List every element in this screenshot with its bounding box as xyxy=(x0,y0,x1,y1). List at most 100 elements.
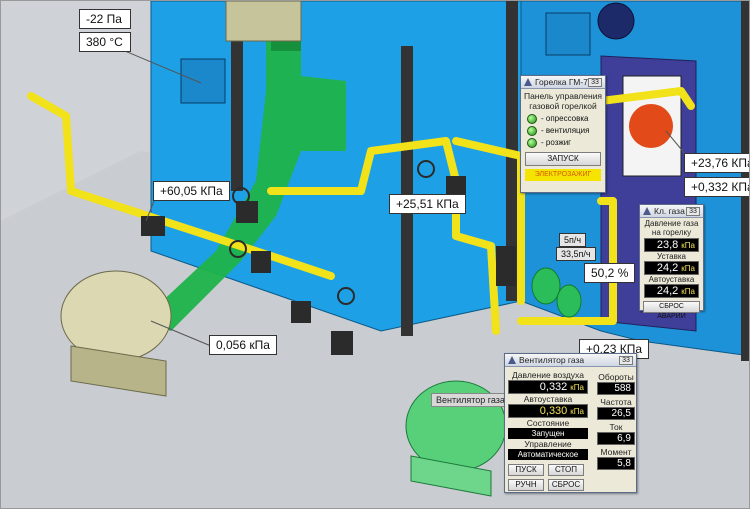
leader-line xyxy=(150,320,212,347)
valve xyxy=(331,331,353,355)
app-logo-icon xyxy=(643,207,651,215)
setpoint-unit: кПа xyxy=(681,264,695,273)
current-value: 6,9 xyxy=(597,432,635,445)
valve-position-readout: 50,2 % xyxy=(584,263,636,283)
frequency-label: Частота xyxy=(600,397,632,407)
fan-auto-setpoint-label: Автоуставка xyxy=(523,394,573,404)
burner-panel-title: Горелка ГМ-7 xyxy=(535,77,588,87)
air-pressure-value: 0,332 xyxy=(539,381,568,393)
green-led-icon xyxy=(527,126,537,136)
indicator-label: - вентиляция xyxy=(541,126,590,136)
fan-reset-button[interactable]: СБРОС xyxy=(548,479,584,491)
burner-control-panel: Горелка ГМ-7 33 Панель управления газово… xyxy=(520,75,606,193)
start-button[interactable]: ЗАПУСК xyxy=(525,152,601,166)
setpoint-value: 24,2 xyxy=(656,262,679,274)
auto-setpoint-unit: кПа xyxy=(681,287,695,296)
valve xyxy=(141,216,165,236)
setpoint-label: Уставка xyxy=(657,252,686,261)
flow-readout-2: 33,5п/ч xyxy=(556,247,596,261)
burner-pressure-readout-1: +23,76 КПа xyxy=(684,153,749,173)
frequency-value: 26,5 xyxy=(597,407,635,420)
current-label: Ток xyxy=(609,422,623,432)
valve-wheel xyxy=(337,287,355,305)
fan-auto-setpoint-unit: кПа xyxy=(570,407,584,416)
green-led-icon xyxy=(527,138,537,148)
burner-flame xyxy=(629,104,673,148)
main-gas-pressure-readout: +60,05 КПа xyxy=(153,181,230,201)
pressure-label: Давление газа на горелку xyxy=(644,219,699,237)
gas-valve-panel-title: Кл. газа xyxy=(654,206,685,216)
green-valve xyxy=(531,267,561,305)
torque-label: Момент xyxy=(600,447,632,457)
valve-wheel xyxy=(229,240,247,258)
fan-start-button[interactable]: ПУСК xyxy=(508,464,544,476)
green-led-icon xyxy=(527,114,537,124)
air-pressure-unit: кПа xyxy=(570,383,584,392)
rpm-value: 588 xyxy=(597,382,635,395)
top-machine xyxy=(225,1,302,42)
auto-setpoint-label: Автоуставка xyxy=(648,275,695,284)
fan-stop-button[interactable]: СТОП xyxy=(548,464,584,476)
control-label: Управление xyxy=(524,439,572,449)
indicator-label: - опрессовка xyxy=(541,114,589,124)
valve xyxy=(291,301,311,323)
gas-pipe-main xyxy=(27,92,335,280)
gas-valve-panel: Кл. газа 33 Давление газа на горелку 23,… xyxy=(639,204,704,320)
post xyxy=(231,1,243,191)
hatch xyxy=(180,58,226,104)
close-button[interactable]: 33 xyxy=(686,206,700,216)
leader-line xyxy=(112,45,202,84)
close-button[interactable]: 33 xyxy=(619,355,633,365)
hatch xyxy=(545,12,591,56)
valve-wheel xyxy=(232,187,250,205)
fan-panel-titlebar[interactable]: Вентилятор газа 33 xyxy=(505,354,636,367)
valve xyxy=(251,251,271,273)
gas-pipe-riser xyxy=(597,87,695,110)
fan-manual-button[interactable]: РУЧН xyxy=(508,479,544,491)
indicator-row: - розжиг xyxy=(521,137,605,149)
app-logo-icon xyxy=(508,356,516,364)
valve xyxy=(496,246,516,286)
pressure-value: 23,8 xyxy=(656,239,679,251)
gas-pipe-branch xyxy=(267,137,500,335)
flue-pressure-readout: -22 Па xyxy=(79,9,131,29)
fan-right-column: Обороты 588 Частота 26,5 Ток 6,9 Момент … xyxy=(597,372,635,470)
fan-button-row-1: ПУСК СТОП xyxy=(508,464,588,476)
gas-valve-panel-titlebar[interactable]: Кл. газа 33 xyxy=(640,205,703,218)
auto-setpoint-value: 24,2 xyxy=(656,285,679,297)
gas-fan-panel: Вентилятор газа 33 Давление воздуха 0,33… xyxy=(504,353,637,493)
reset-alarm-button[interactable]: СБРОС АВАРИИ xyxy=(643,301,700,320)
main-fan-base xyxy=(70,345,167,397)
valve xyxy=(236,201,258,223)
close-button[interactable]: 33 xyxy=(588,77,602,87)
indicator-row: - опрессовка xyxy=(521,113,605,125)
flow-readout-1: 5п/ч xyxy=(559,233,587,247)
app-logo-icon xyxy=(524,78,532,86)
burner-panel-heading: Панель управления газовой горелкой xyxy=(523,91,603,111)
burner-panel-titlebar[interactable]: Горелка ГМ-7 33 xyxy=(521,76,605,89)
fan-auto-setpoint-value: 0,330 xyxy=(539,405,568,417)
state-value: Запущен xyxy=(508,428,588,439)
gas-fan-label: Вентилятор газа xyxy=(431,393,510,407)
valve-wheel xyxy=(417,160,435,178)
green-valve xyxy=(556,284,582,318)
air-pressure-label: Давление воздуха xyxy=(512,370,584,380)
state-label: Состояние xyxy=(526,418,570,428)
gas-pressure-after-valve-readout: +25,51 КПа xyxy=(389,194,466,214)
fan-button-row-2: РУЧН СБРОС xyxy=(508,479,588,491)
torque-value: 5,8 xyxy=(597,457,635,470)
flue-temperature-readout: 380 °C xyxy=(79,32,131,52)
duct-pressure-readout: 0,056 кПа xyxy=(209,335,277,355)
fan-motor-top xyxy=(597,2,635,40)
burner-pressure-readout-2: +0,332 КПа xyxy=(684,177,749,197)
fan-panel-title: Вентилятор газа xyxy=(519,355,585,365)
pressure-unit: кПа xyxy=(681,241,695,250)
post xyxy=(401,46,413,336)
